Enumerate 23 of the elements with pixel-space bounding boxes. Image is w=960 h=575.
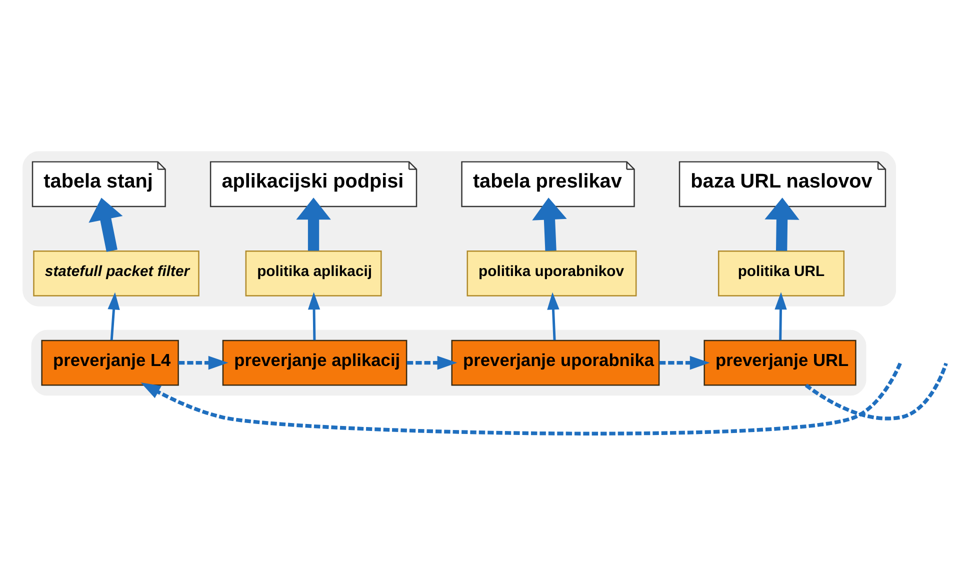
node-box: politika aplikacij <box>245 250 382 296</box>
connector <box>804 362 948 420</box>
cluster <box>31 329 866 396</box>
node-box: preverjanje L4 <box>41 339 179 386</box>
node-box: politika uporabnikov <box>466 250 637 296</box>
arrow <box>774 292 787 340</box>
arrow <box>547 292 560 340</box>
node-box: statefull packet filter <box>33 250 200 296</box>
arrow <box>659 355 710 370</box>
arrow <box>140 362 902 435</box>
arrow <box>296 197 331 250</box>
arrow <box>108 292 120 340</box>
arrow <box>764 197 800 250</box>
arrow <box>532 197 567 250</box>
arrow <box>178 355 228 370</box>
node-box: preverjanje aplikacij <box>222 339 408 386</box>
node-box: preverjanje uporabnika <box>451 339 660 386</box>
arrow <box>308 292 320 340</box>
arrow <box>88 197 123 252</box>
cluster <box>22 150 896 306</box>
node-box: preverjanje URL <box>704 339 856 386</box>
node-box: politika URL <box>718 250 845 296</box>
arrow <box>406 355 458 370</box>
